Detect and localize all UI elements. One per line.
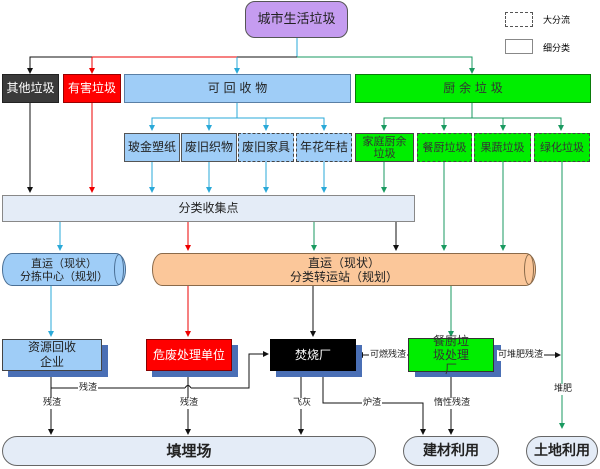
label-fly-ash: 飞灰	[292, 398, 313, 409]
category-hazardous: 有害垃圾	[63, 74, 121, 103]
label-residue-recycling: 残渣	[42, 398, 63, 409]
facility-hazardous-unit: 危废处理单位	[146, 339, 232, 371]
kitchen-item-greening: 绿化垃圾	[534, 133, 590, 162]
label-slag: 炉渣	[362, 398, 383, 409]
facility-incinerator: 焚烧厂	[270, 339, 356, 371]
title-node: 城市生活垃圾	[245, 1, 348, 38]
kitchen-connectors	[381, 103, 565, 429]
category-kitchen: 厨 余 垃 圾	[355, 74, 591, 103]
category-recyclable: 可 回 收 物	[124, 74, 351, 103]
label-combustible-residue: 可燃残渣	[369, 350, 408, 361]
recyclable-item-textiles: 废旧织物	[181, 133, 237, 162]
label-residue-horizontal: 残渣	[78, 383, 99, 394]
destination-land-use: 土地利用	[526, 436, 598, 466]
recyclable-item-glass-metal-plastic-paper: 玻金塑纸	[124, 133, 180, 162]
recyclable-item-furniture: 废旧家具	[238, 133, 294, 162]
category-other: 其他垃圾	[2, 74, 59, 103]
cylinder-end	[524, 254, 534, 285]
label-compostable-residue: 可堆肥残渣	[497, 350, 545, 361]
label-inert-residue: 惰性残渣	[433, 398, 472, 409]
destination-building-materials: 建材利用	[403, 436, 499, 466]
facility-recycling-enterprise: 资源回收企业	[2, 339, 102, 371]
collection-point: 分类收集点	[2, 195, 415, 222]
recyclable-item-festival-plants: 年花年桔	[296, 133, 352, 162]
transfer-station: 直运（现状） 分类转运站（规划）	[152, 253, 536, 286]
top-connectors	[27, 38, 475, 74]
label-compost: 堆肥	[553, 384, 574, 395]
legend-solid-label: 细分类	[543, 44, 571, 54]
cylinder-end	[114, 254, 124, 285]
legend-dashed-swatch	[505, 12, 533, 27]
legend: 大分流 细分类	[505, 10, 600, 55]
sorting-center: 直运（现状） 分拣中心（规划）	[2, 253, 126, 286]
title-text: 城市生活垃圾	[257, 12, 336, 27]
legend-solid-swatch	[505, 39, 533, 54]
label-residue-hazardous: 残渣	[179, 398, 200, 409]
legend-dashed-label: 大分流	[543, 16, 571, 26]
kitchen-item-restaurant: 餐厨垃圾	[417, 133, 472, 162]
kitchen-item-household: 家庭厨余垃圾	[355, 133, 414, 162]
recyclable-connectors	[149, 103, 327, 193]
destination-landfill: 填埋场	[2, 436, 376, 466]
facility-kitchen-plant: 餐厨垃圾处理厂	[408, 334, 494, 376]
kitchen-item-fruit-vegetable: 果蔬垃圾	[474, 133, 531, 162]
